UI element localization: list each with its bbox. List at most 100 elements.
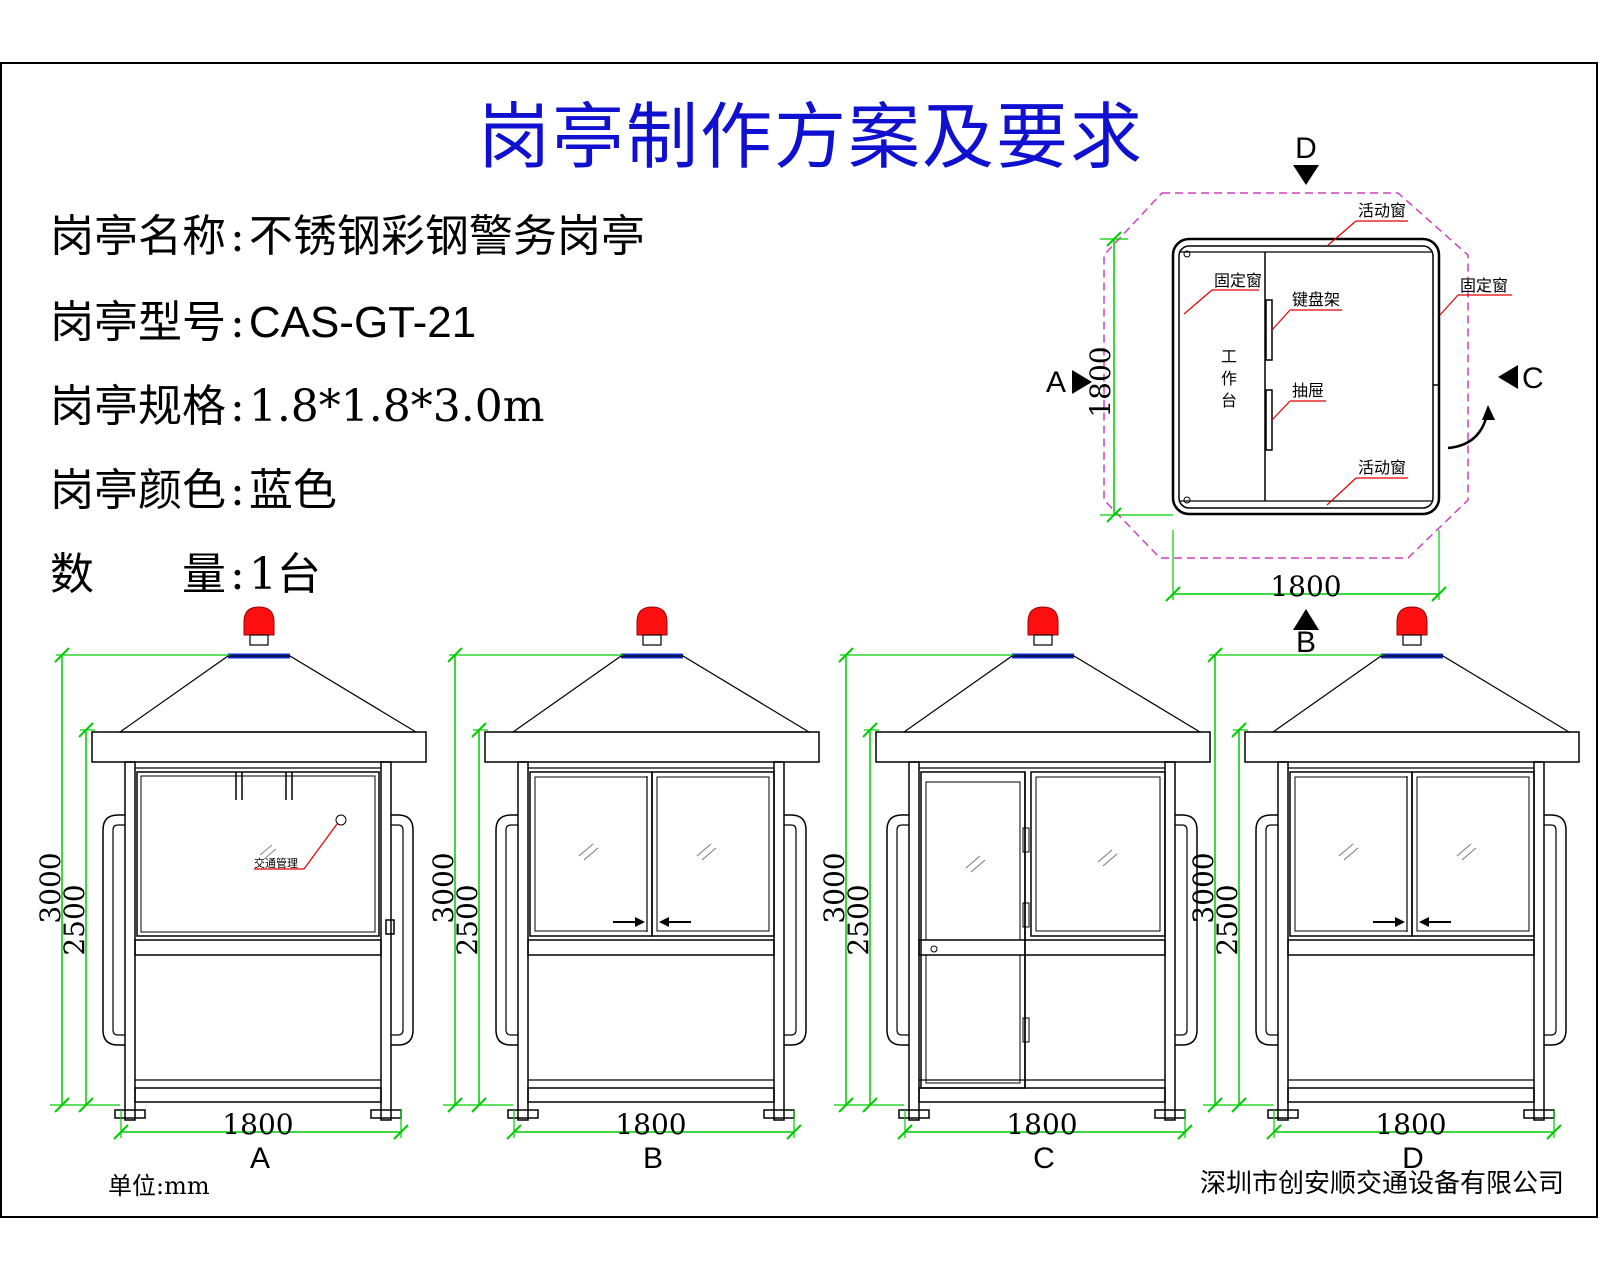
side-handle-right (391, 814, 414, 1046)
view-marker-right: C (1522, 362, 1544, 395)
base-rail (1287, 1087, 1535, 1103)
spec-name-label: 岗亭名称 (50, 211, 226, 262)
side-handle-right-inner (1175, 824, 1188, 1036)
height-body-text: 2500 (842, 884, 875, 955)
sliding-window-top-leader (1326, 220, 1357, 247)
beacon-light (636, 606, 668, 636)
dimension-tick (113, 1124, 129, 1140)
base-rail (527, 1087, 775, 1103)
elevation-letter: C (1033, 1142, 1055, 1175)
spec-qty-value: 1台 (248, 549, 321, 600)
dimension-tick (1231, 1097, 1247, 1113)
keyboard-tray-leader (1271, 309, 1291, 331)
dimension-tick (838, 1097, 854, 1113)
dimension-tick (862, 722, 878, 738)
view-arrow-top (1293, 165, 1319, 185)
view-arrow-bottom (1293, 609, 1319, 630)
sliding-window-bottom-leader (1326, 477, 1357, 506)
height-total-text: 3000 (818, 852, 851, 923)
dimension-tick (786, 1124, 802, 1140)
corner-post (1183, 496, 1191, 504)
spec-model-label: 岗亭型号 (50, 297, 226, 348)
corner-post (1183, 250, 1191, 258)
glass-reflection (583, 847, 599, 861)
beacon-stem (1033, 634, 1053, 646)
dimension-tick (1207, 1097, 1223, 1113)
fixed-window-right-label: 固定窗 (1460, 276, 1508, 295)
spec-name-value: 不锈钢彩钢警务岗亭 (248, 211, 645, 262)
glass-reflection (696, 843, 712, 857)
side-handle-left (102, 814, 125, 1046)
right-foot (1154, 1109, 1186, 1119)
spec-qty: 数 量:1台 (50, 549, 321, 600)
glass-reflection (1338, 843, 1354, 857)
height-total-text: 3000 (34, 852, 67, 923)
speaker-hole (335, 814, 347, 826)
left-post (1277, 761, 1289, 1121)
mid-rail (918, 939, 1166, 956)
dimension-tick (447, 647, 463, 663)
roof-eave (1244, 731, 1580, 763)
door-swing-arrowhead (1482, 405, 1495, 420)
right-foot (763, 1109, 795, 1119)
glass-reflection (259, 844, 273, 856)
view-marker-bottom: B (1296, 626, 1316, 659)
glass-reflection (578, 843, 594, 857)
dimension-tick (393, 1124, 409, 1140)
window-right (651, 771, 775, 937)
sliding-window-bottom-label: 活动窗 (1358, 458, 1406, 477)
spec-name: 岗亭名称:不锈钢彩钢警务岗亭 (50, 211, 645, 262)
spec-color-value: 蓝色 (248, 465, 337, 516)
keyboard-tray-label: 键盘架 (1292, 290, 1340, 309)
glass-reflection (1097, 849, 1113, 863)
dimension-tick (1546, 1124, 1562, 1140)
dimension-tick (1165, 586, 1181, 602)
base-rail (134, 1087, 382, 1103)
slide-arrowhead-left (1395, 917, 1405, 927)
fixed-window-left-label: 固定窗 (1214, 271, 1262, 290)
width-dim-text: 1800 (222, 1108, 293, 1141)
spec-size: 岗亭规格:1.8*1.8*3.0m (50, 381, 545, 432)
door (920, 771, 1026, 1089)
sign-leader (303, 823, 338, 870)
side-handle-left-inner (505, 824, 518, 1036)
glass-reflection (1456, 843, 1472, 857)
side-handle-right-inner (391, 824, 404, 1036)
height-total-text: 3000 (427, 852, 460, 923)
right-post (1533, 761, 1545, 1121)
spec-size-value: 1.8*1.8*3.0m (248, 381, 545, 432)
beacon-light (243, 606, 275, 636)
beacon-light (1027, 606, 1059, 636)
booth-outline (1171, 237, 1441, 516)
door-swing-arrow (1447, 409, 1490, 450)
sliding-window-top-label: 活动窗 (1358, 201, 1406, 220)
sign-panel (136, 771, 380, 937)
side-handle-right (1544, 814, 1567, 1046)
fixed-window-left-leader (1183, 289, 1213, 315)
elevation-letter: A (250, 1142, 270, 1175)
drawing-frame (0, 62, 1598, 1218)
side-handle-left (886, 814, 909, 1046)
dimension-tick (1177, 1124, 1193, 1140)
door-hinge (1022, 1017, 1030, 1043)
width-dim-text: 1800 (1375, 1108, 1446, 1141)
window-right-glass (656, 776, 770, 932)
glass-reflection (701, 847, 717, 861)
dimension-tick (506, 1124, 522, 1140)
beacon-stem (1402, 634, 1422, 646)
fixed-window (1030, 771, 1166, 937)
door-glass (925, 781, 1021, 941)
roof (511, 655, 812, 733)
dimension-tick (1266, 1124, 1282, 1140)
side-handle-left-inner (1265, 824, 1278, 1036)
dimension-tick (838, 647, 854, 663)
glass-reflection (970, 859, 986, 873)
glass-reflection (1102, 853, 1118, 867)
dimension-tick (54, 1097, 70, 1113)
desk-label-char: 工 (1221, 347, 1237, 366)
sign-panel-inner (140, 775, 376, 933)
spec-model-value: CAS-GT-21 (248, 298, 477, 347)
side-handle-right-inner (1544, 824, 1557, 1036)
